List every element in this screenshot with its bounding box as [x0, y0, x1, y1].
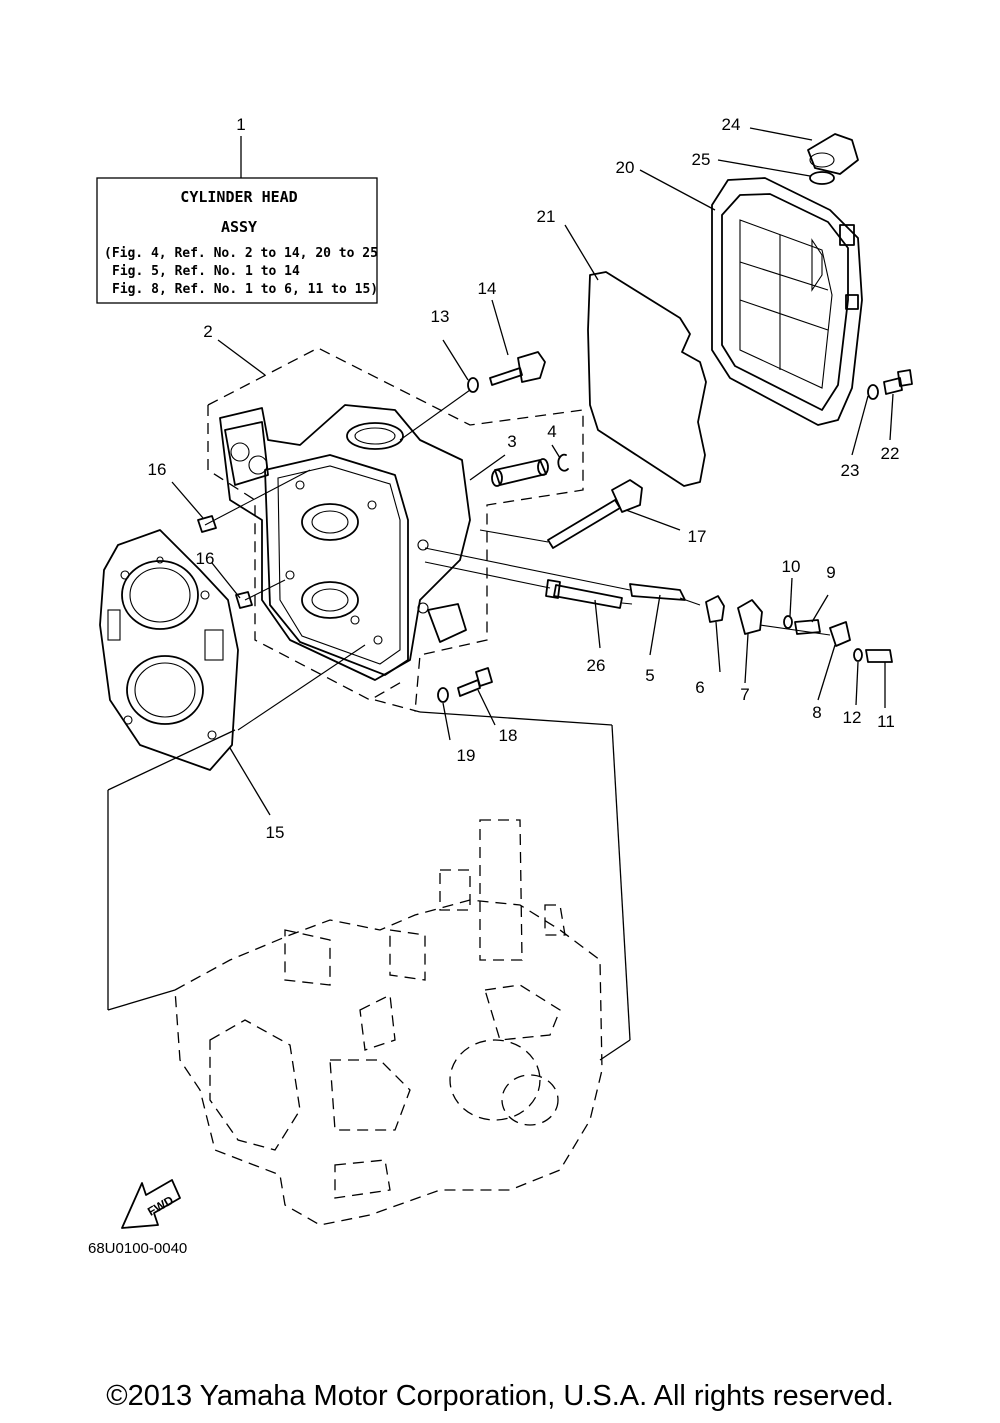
part-14-bolt [489, 351, 546, 386]
cylinder-head-assy-box: CYLINDER HEAD ASSY (Fig. 4, Ref. No. 2 t… [96, 177, 378, 304]
part-10-washer [783, 615, 793, 629]
fwd-label: FWD [145, 1193, 176, 1219]
box-ref-line3: Fig. 8, Ref. No. 1 to 6, 11 to 15) [112, 282, 378, 297]
callout-18: 18 [499, 726, 518, 745]
callout-24: 24 [722, 115, 741, 134]
part-6-grommet [705, 595, 725, 623]
part-4-clip [557, 453, 569, 472]
part-12-washer [853, 648, 863, 662]
callout-2: 2 [203, 322, 212, 341]
part-26-spark-plug [545, 579, 633, 609]
box-title-line1: CYLINDER HEAD [180, 188, 297, 206]
part-13-oring [467, 377, 479, 393]
callout-22: 22 [881, 444, 900, 463]
callout-3: 3 [507, 432, 516, 451]
callout-8: 8 [812, 703, 821, 722]
callout-19: 19 [457, 746, 476, 765]
part-23-washer [867, 384, 879, 400]
callout-9: 9 [826, 563, 835, 582]
callout-12: 12 [843, 708, 862, 727]
leader-lines [171, 127, 894, 816]
fwd-arrow-icon: FWD [121, 1179, 181, 1229]
callout-16a: 16 [148, 460, 167, 479]
callout-5: 5 [645, 666, 654, 685]
part-11-bolt [865, 649, 893, 663]
callout-14: 14 [478, 279, 497, 298]
box-ref-line1: (Fig. 4, Ref. No. 2 to 14, 20 to 25 [104, 246, 378, 261]
assembly-dashed-outline [207, 347, 584, 713]
callout-17: 17 [688, 527, 707, 546]
callout-4: 4 [547, 422, 556, 441]
part-16-dowel-lower [235, 591, 253, 609]
cylinder-head [219, 404, 471, 681]
callout-11: 11 [877, 712, 895, 731]
callout-6: 6 [695, 678, 704, 697]
callout-10: 10 [782, 557, 801, 576]
callout-16b: 16 [196, 549, 215, 568]
callout-21: 21 [537, 207, 556, 226]
cylinder-head-cover [711, 177, 863, 426]
callout-numbers: 1 2 3 4 5 6 7 8 9 10 11 12 13 14 15 16 1… [148, 115, 900, 842]
head-gasket [99, 529, 239, 771]
callout-7: 7 [740, 685, 749, 704]
callout-15: 15 [266, 823, 285, 842]
part-7-cover [737, 599, 763, 635]
part-25-oring [809, 171, 835, 185]
callout-25: 25 [692, 150, 711, 169]
box-title-line2: ASSY [221, 218, 257, 236]
box-ref-line2: Fig. 5, Ref. No. 1 to 14 [112, 264, 300, 279]
diagram-code: 68U0100-0040 [88, 1240, 188, 1257]
part-5-thermo [629, 583, 686, 601]
part-17-bolt [547, 479, 643, 549]
part-24-filler-cap [807, 133, 859, 175]
copyright-notice: ©2013 Yamaha Motor Corporation, U.S.A. A… [106, 1380, 894, 1412]
part-8-bracket [829, 621, 851, 647]
callout-26: 26 [587, 656, 606, 675]
part-3-sleeve [491, 458, 549, 487]
cover-gasket [587, 271, 707, 487]
part-18-bolt [457, 667, 493, 697]
callout-13: 13 [431, 307, 450, 326]
part-19-washer [437, 687, 449, 703]
callout-20: 20 [616, 158, 635, 177]
cylinder-block [174, 819, 603, 1226]
callout-1: 1 [236, 115, 245, 134]
callout-23: 23 [841, 461, 860, 480]
part-16-dowel-upper [197, 515, 217, 533]
part-22-bolt [883, 369, 913, 395]
